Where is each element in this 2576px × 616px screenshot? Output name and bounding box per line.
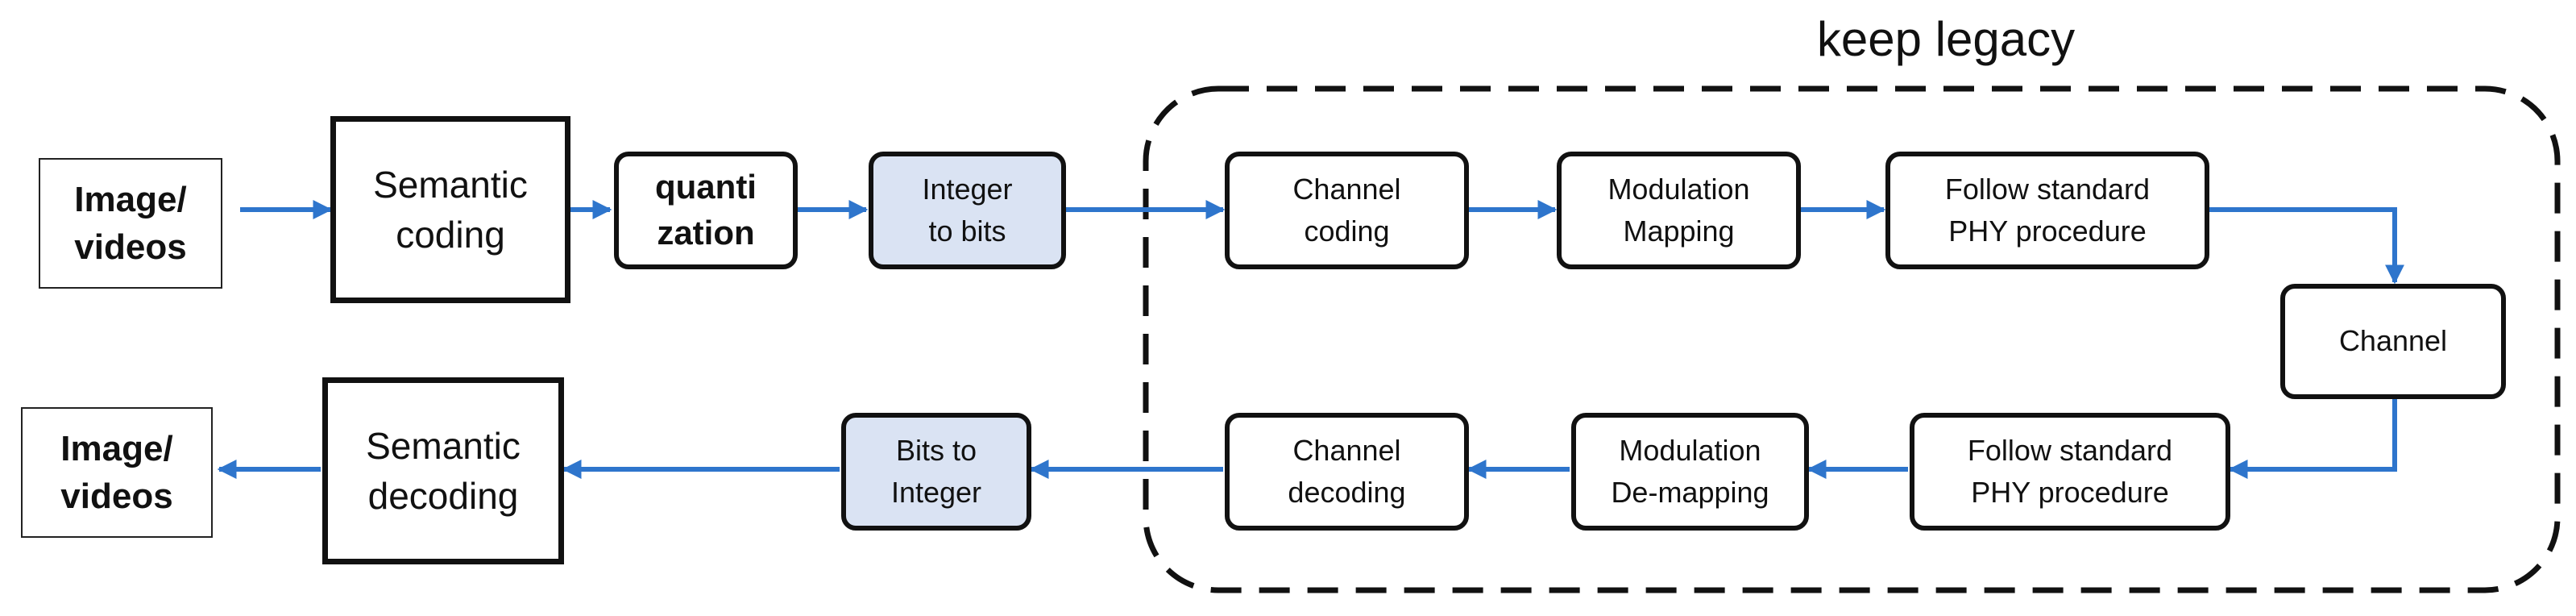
tx-phy-procedure-box: Follow standard PHY procedure bbox=[1885, 152, 2209, 269]
bits-to-integer-box: Bits to Integer bbox=[841, 413, 1031, 531]
modulation-mapping-box: Modulation Mapping bbox=[1557, 152, 1801, 269]
modulation-demapping-box: Modulation De-mapping bbox=[1571, 413, 1809, 531]
rx-output-box: Image/ videos bbox=[21, 407, 213, 538]
arrow-phy-to-channel bbox=[2209, 207, 2404, 285]
semantic-coding-box: Semantic coding bbox=[330, 116, 570, 303]
rx-phy-procedure-box: Follow standard PHY procedure bbox=[1910, 413, 2230, 531]
legacy-region-border bbox=[1143, 85, 2561, 593]
channel-coding-box: Channel coding bbox=[1225, 152, 1469, 269]
channel-decoding-box: Channel decoding bbox=[1225, 413, 1469, 531]
quantization-box: quanti zation bbox=[614, 152, 798, 269]
rx-arrows bbox=[217, 399, 2397, 479]
channel-box: Channel bbox=[2280, 284, 2506, 399]
tx-input-box: Image/ videos bbox=[39, 158, 222, 289]
arrow-channel-to-phy bbox=[2228, 399, 2397, 479]
semantic-decoding-box: Semantic decoding bbox=[322, 377, 564, 564]
integer-to-bits-box: Integer to bits bbox=[869, 152, 1066, 269]
legacy-region-label: keep legacy bbox=[1816, 12, 2076, 66]
tx-arrows bbox=[240, 200, 2404, 285]
